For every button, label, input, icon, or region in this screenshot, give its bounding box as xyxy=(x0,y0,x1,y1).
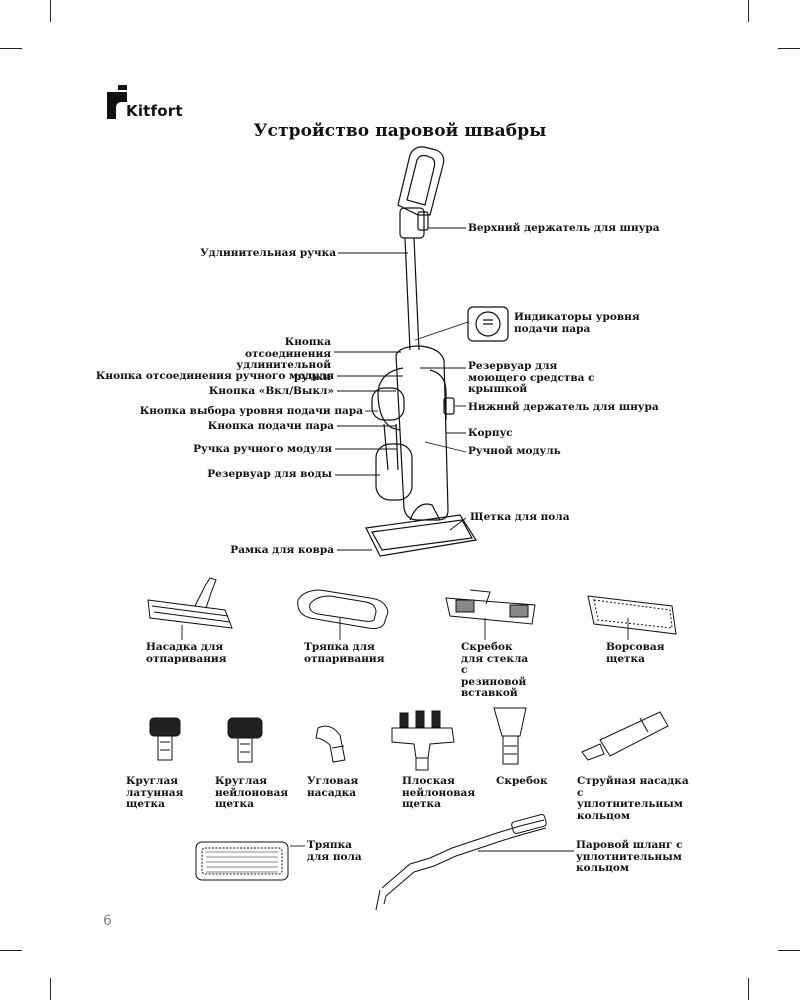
label-steam-indicators: Индикаторы уровня подачи пара xyxy=(514,312,644,335)
label-power-button: Кнопка «Вкл/Выкл» xyxy=(209,386,334,398)
label-flat-nylon-brush: Плоская нейлоновая щетка xyxy=(402,776,472,811)
extension-handle-icon xyxy=(398,147,444,215)
label-brass-brush: Круглая латунная щетка xyxy=(126,776,181,811)
bristle-brush-icon xyxy=(588,596,676,634)
label-carpet-frame: Рамка для ковра xyxy=(230,545,334,557)
flat-nylon-brush-icon xyxy=(392,711,454,770)
label-jet-nozzle: Струйная насадка с уплотнительным кольцо… xyxy=(577,776,689,822)
label-scraper: Скребок xyxy=(496,776,548,788)
angle-nozzle-icon xyxy=(316,726,345,762)
label-body: Корпус xyxy=(468,428,513,440)
label-angle-nozzle: Угловая насадка xyxy=(307,776,362,799)
label-steam-hose: Паровой шланг с уплотнительным кольцом xyxy=(576,840,686,875)
label-steam-cloth: Тряпка для отпаривания xyxy=(304,642,384,665)
jet-nozzle-icon xyxy=(582,712,668,760)
label-lower-cord-holder: Нижний держатель для шнура xyxy=(468,402,659,414)
scraper-icon xyxy=(494,708,526,764)
glass-scraper-icon xyxy=(446,590,535,624)
label-glass-scraper: Скребок для стекла с резиновой вставкой xyxy=(461,642,535,700)
steam-nozzle-icon xyxy=(148,578,232,628)
floor-cloth-icon xyxy=(196,842,288,880)
label-extension-handle: Удлинительная ручка xyxy=(200,248,336,260)
label-steam-nozzle: Насадка для отпаривания xyxy=(146,642,226,665)
page-number: 6 xyxy=(103,913,112,929)
label-detergent-tank: Резервуар для моющего средства с крышкой xyxy=(468,361,618,396)
label-module-handle: Ручка ручного модуля xyxy=(193,444,332,456)
label-nylon-brush: Круглая нейлоновая щетка xyxy=(215,776,285,811)
steam-cloth-icon xyxy=(298,590,388,629)
label-water-tank: Резервуар для воды xyxy=(207,469,332,481)
hand-module-icon xyxy=(396,346,448,520)
nylon-round-brush-icon xyxy=(228,718,262,762)
label-hand-module: Ручной модуль xyxy=(468,446,561,458)
water-tank-icon xyxy=(376,444,412,500)
label-floor-brush: Щетка для пола xyxy=(470,512,570,524)
label-steam-level-button: Кнопка выбора уровня подачи пара xyxy=(140,406,363,418)
label-steam-button: Кнопка подачи пара xyxy=(208,421,334,433)
steam-hose-icon xyxy=(376,814,547,910)
brass-round-brush-icon xyxy=(150,718,180,760)
label-module-release: Кнопка отсоединения ручного модуля xyxy=(96,371,334,383)
label-bristle-brush: Ворсовая щетка xyxy=(606,642,666,665)
label-floor-cloth: Тряпка для пола xyxy=(307,840,362,863)
label-upper-cord-holder: Верхний держатель для шнура xyxy=(468,223,660,235)
